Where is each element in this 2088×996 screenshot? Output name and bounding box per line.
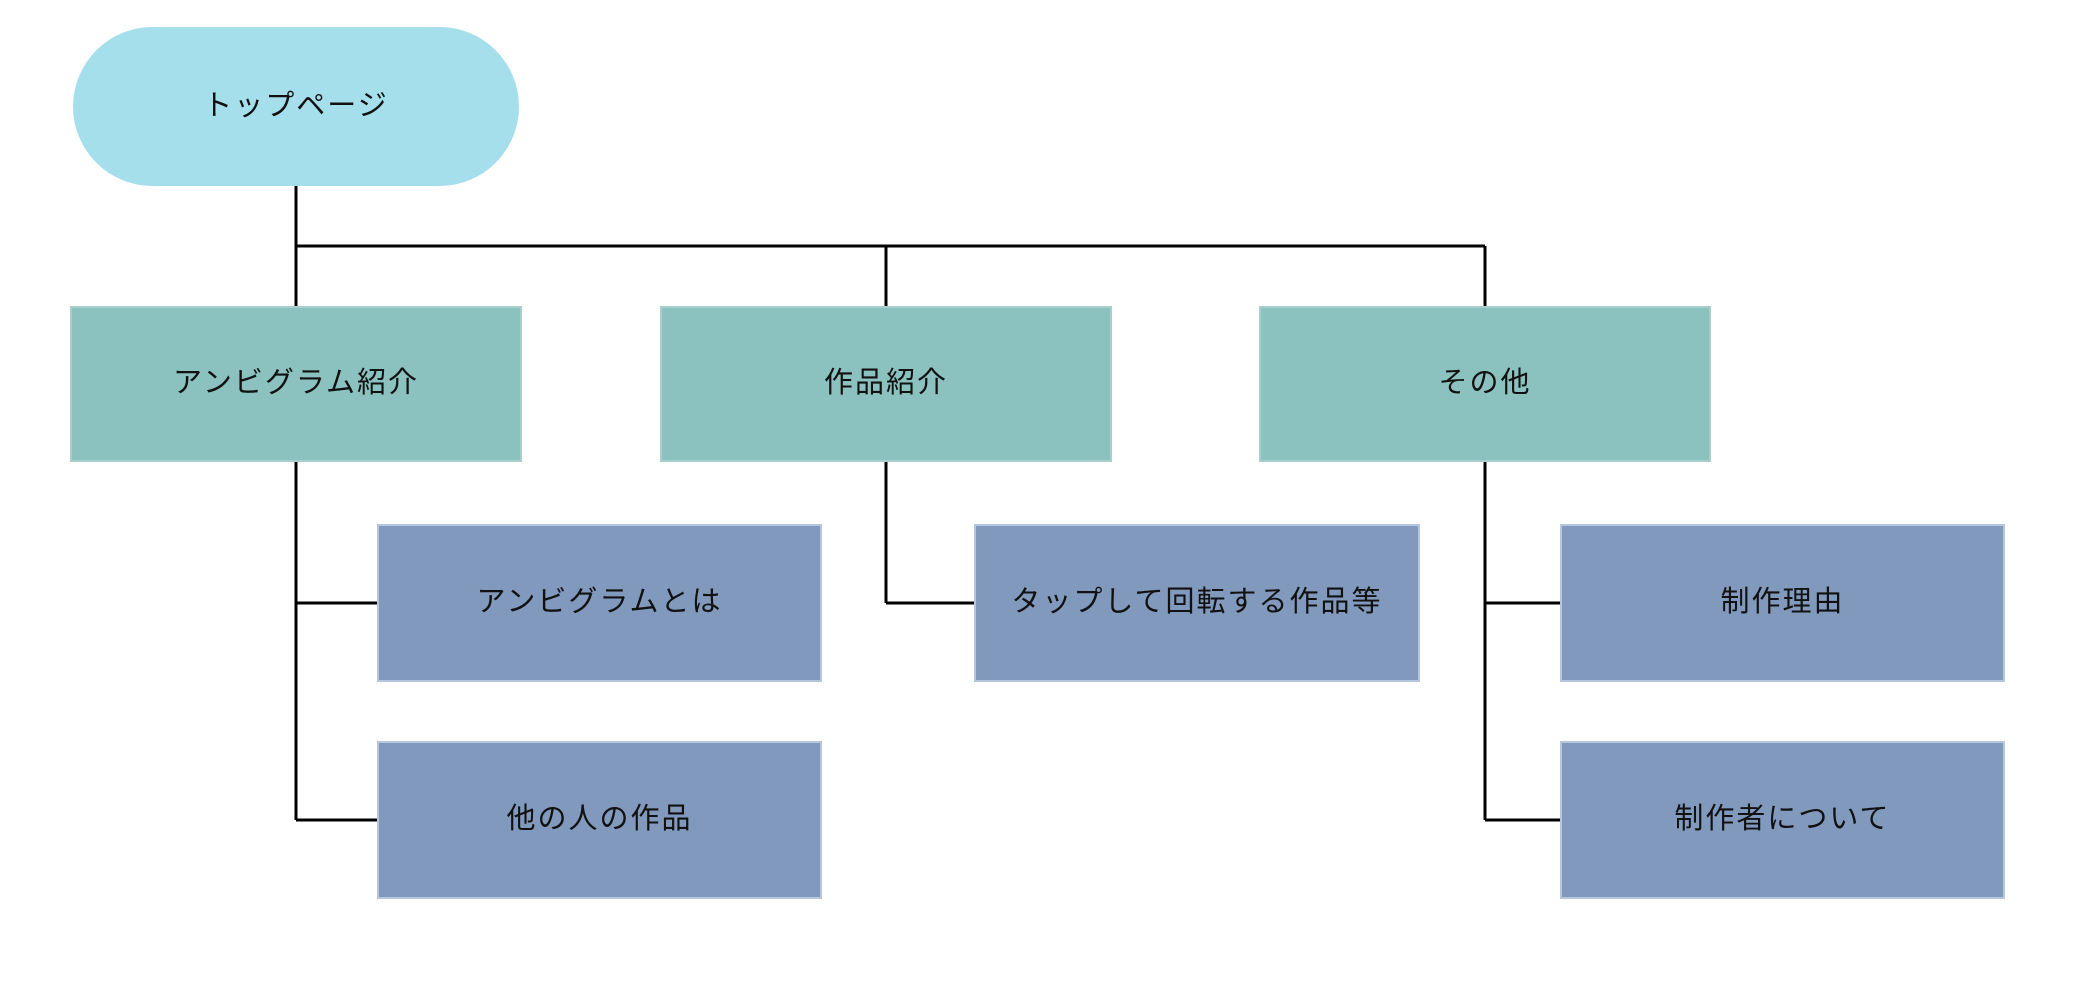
node-others: その他: [1259, 306, 1711, 462]
node-tap-rotate-works: タップして回転する作品等: [974, 524, 1420, 682]
node-top-page: トップページ: [73, 27, 519, 186]
node-works-intro: 作品紹介: [660, 306, 1112, 462]
node-about-creator: 制作者について: [1560, 741, 2005, 899]
node-what-is-ambigram: アンビグラムとは: [377, 524, 822, 682]
connector-group: [294, 186, 1560, 822]
node-other-peoples-works: 他の人の作品: [377, 741, 822, 899]
node-ambigram-intro: アンビグラム紹介: [70, 306, 522, 462]
node-production-reason: 制作理由: [1560, 524, 2005, 682]
